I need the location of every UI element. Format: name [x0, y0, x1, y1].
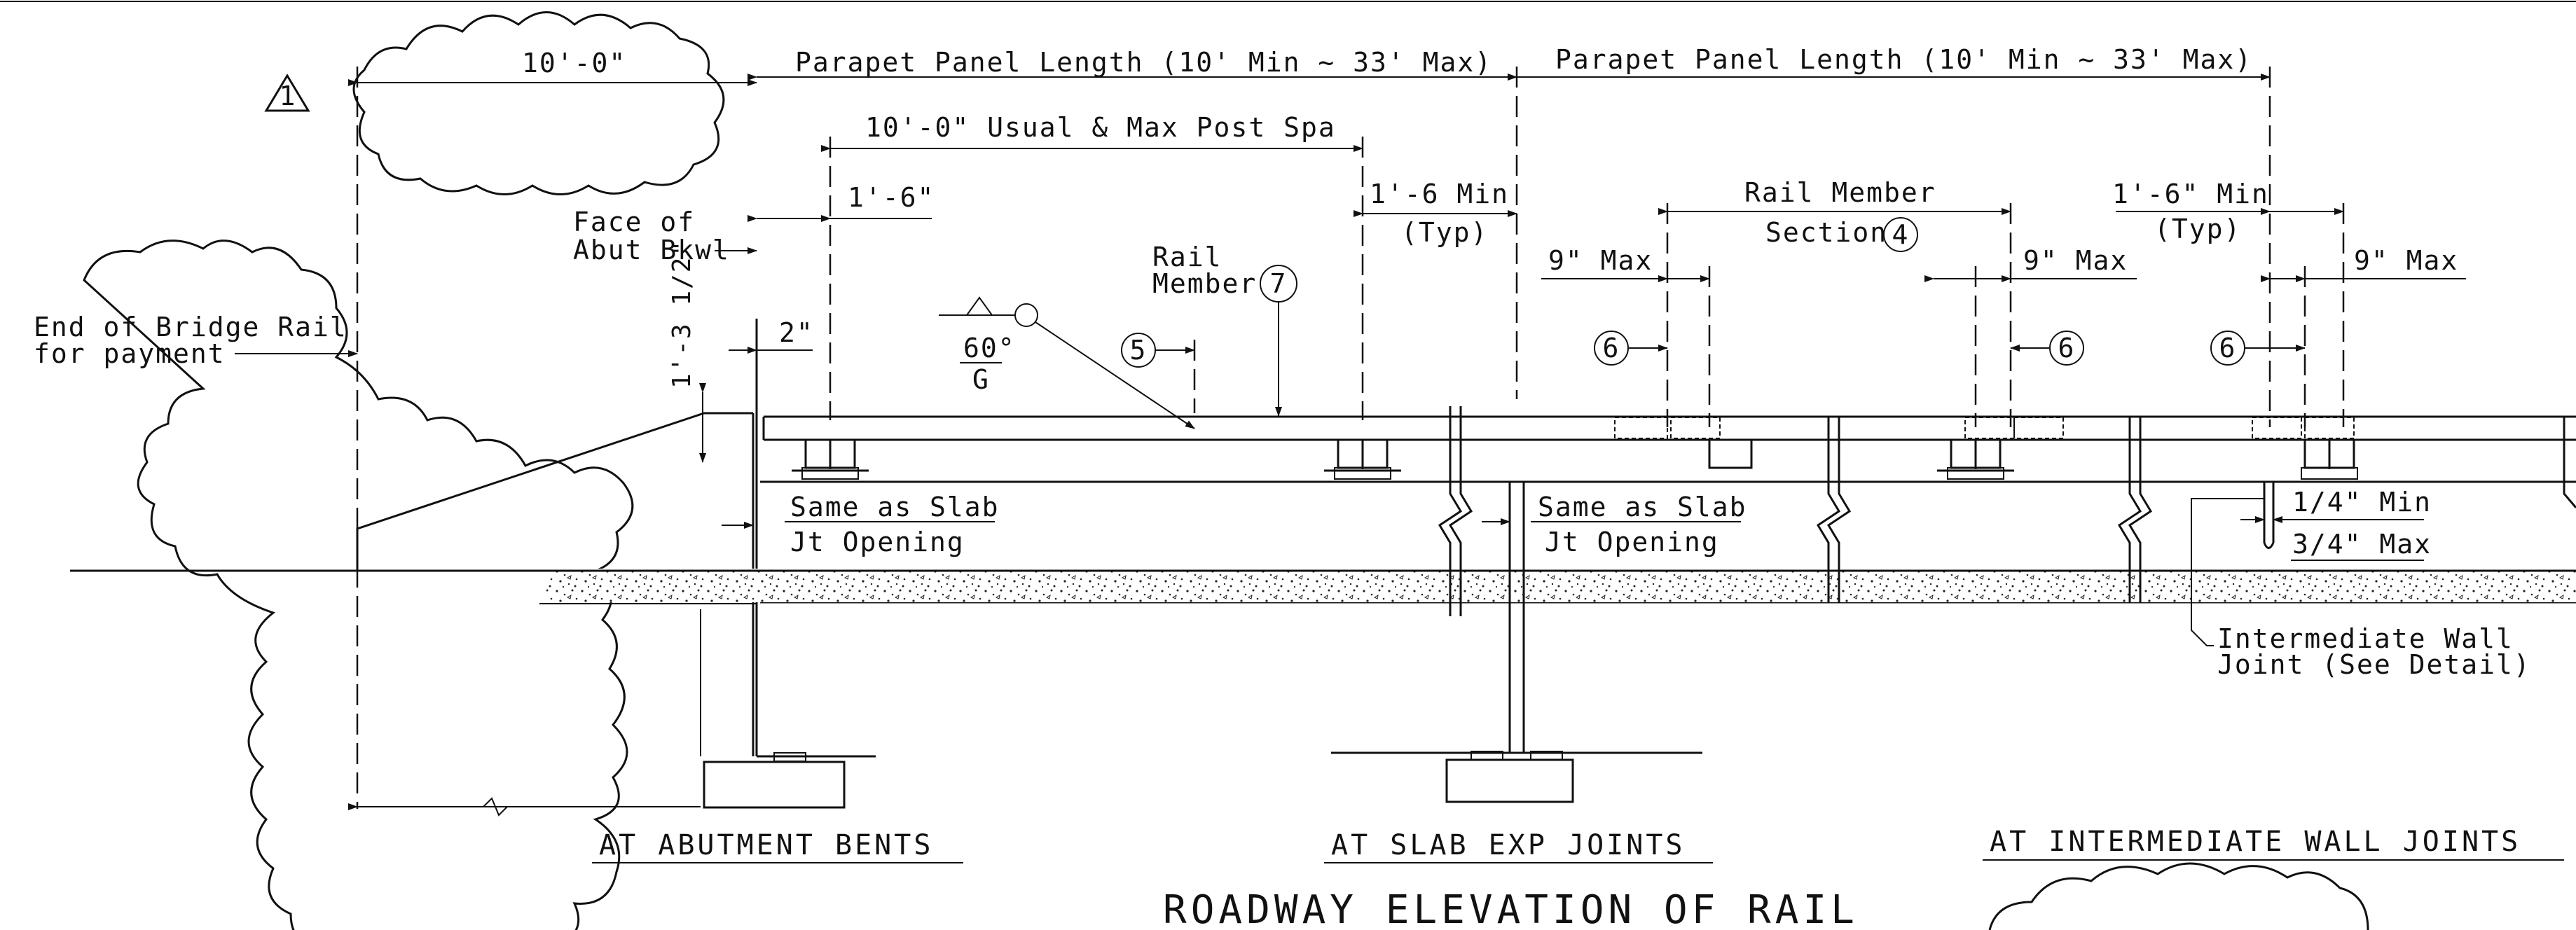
svg-text:Face of: Face of [573, 207, 695, 237]
svg-text:1'-6": 1'-6" [848, 182, 935, 213]
svg-text:Joint (See Detail): Joint (See Detail) [2217, 649, 2531, 680]
svg-text:3/4" Max: 3/4" Max [2292, 529, 2432, 560]
svg-text:Parapet Panel Length (10' Min: Parapet Panel Length (10' Min ~ 33' Max) [795, 47, 1492, 78]
intermediate-wall-joint: 1/4" Min 3/4" Max Intermediate Wall Join… [2191, 482, 2531, 680]
post-2 [1324, 438, 1401, 480]
dimension-nine-max-left: 9" Max [1541, 245, 1710, 282]
post-3 [1937, 438, 2014, 480]
dimension-two-inch: 2" [729, 317, 814, 354]
dimension-one-six-mid: 1'-6 Min (Typ) [1354, 179, 1517, 248]
svg-text:(Typ): (Typ) [1401, 217, 1488, 248]
svg-text:AT ABUTMENT BENTS: AT ABUTMENT BENTS [599, 829, 933, 861]
svg-text:Member: Member [1152, 268, 1257, 299]
svg-text:Rail Member: Rail Member [1744, 177, 1936, 208]
svg-text:1'-6" Min: 1'-6" Min [2112, 179, 2269, 209]
dimension-one-six-left: 1'-6" [748, 182, 935, 222]
svg-text:9" Max: 9" Max [2023, 245, 2128, 276]
svg-text:End of Bridge Rail: End of Bridge Rail [34, 312, 347, 342]
revision-cloud-bottom [1988, 862, 2369, 930]
extension-lines [356, 67, 2345, 809]
svg-text:4: 4 [1892, 219, 1910, 250]
weld-symbol: 60° G [939, 296, 1195, 429]
callout-six-a: 6 [1594, 331, 1668, 366]
break-symbols [1438, 406, 2576, 616]
label-jt-opening-slab: Same as Slab Jt Opening [1531, 492, 1747, 557]
svg-text:9" Max: 9" Max [1548, 245, 1653, 276]
svg-text:Parapet Panel Length (10' Min: Parapet Panel Length (10' Min ~ 33' Max) [1555, 44, 2252, 75]
rail-posts [792, 438, 2358, 480]
dimension-height: 1'-3 1/2" [668, 240, 706, 463]
dimension-parapet-right: Parapet Panel Length (10' Min ~ 33' Max) [1508, 44, 2271, 81]
dimension-one-six-right: 1'-6" Min (Typ) [2112, 179, 2344, 244]
svg-text:Jt Opening: Jt Opening [790, 527, 965, 557]
dimension-parapet-left: Parapet Panel Length (10' Min ~ 33' Max) [748, 47, 1517, 81]
svg-text:6: 6 [2058, 333, 2076, 363]
svg-text:Section: Section [1765, 217, 1887, 248]
svg-text:1'-6 Min: 1'-6 Min [1370, 179, 1509, 209]
revision-cloud-left [83, 240, 634, 930]
callout-five: 5 [1121, 333, 1196, 413]
dimension-ten-foot: 10'-0" [348, 48, 757, 86]
svg-text:9" Max: 9" Max [2354, 245, 2458, 276]
svg-text:1: 1 [280, 81, 297, 111]
svg-text:Jt Opening: Jt Opening [1545, 527, 1719, 557]
svg-text:for payment: for payment [34, 338, 226, 369]
abutment-backwall [356, 319, 876, 809]
svg-text:ROADWAY ELEVATION OF RAIL: ROADWAY ELEVATION OF RAIL [1163, 887, 1859, 930]
label-face-of-abutment: Face of Abut Bkwl [573, 207, 757, 265]
revision-triangle: 1 [264, 74, 310, 112]
dimension-post-spacing: 10'-0" Usual & Max Post Spa [821, 112, 1363, 152]
svg-text:7: 7 [1270, 268, 1288, 299]
label-end-of-rail: End of Bridge Rail for payment [34, 312, 358, 369]
post-4 [1708, 438, 2358, 480]
svg-text:60°: 60° [963, 333, 1016, 363]
svg-text:1'-3 1/2": 1'-3 1/2" [668, 240, 696, 389]
dimension-rail-section: Rail Member Section 4 [1658, 177, 2011, 252]
callout-rail-member: Rail Member 7 [1152, 242, 1297, 417]
callout-six-c: 6 [2210, 331, 2306, 366]
svg-text:5: 5 [1130, 335, 1148, 366]
svg-text:1/4" Min: 1/4" Min [2292, 487, 2432, 518]
concrete-slab [546, 569, 2576, 602]
slab-exp-joint-pier [1331, 482, 1702, 803]
title-roadway-elevation: ROADWAY ELEVATION OF RAIL [1163, 887, 1859, 930]
svg-text:G: G [972, 364, 990, 395]
revision-cloud-top [352, 11, 725, 195]
title-abutment-bents: AT ABUTMENT BENTS [592, 829, 963, 863]
title-slab-exp-joints: AT SLAB EXP JOINTS [1324, 829, 1713, 863]
title-intermediate-wall-joints: AT INTERMEDIATE WALL JOINTS [1983, 826, 2564, 861]
dimension-nine-max-right: 9" Max [2261, 245, 2466, 282]
svg-text:AT INTERMEDIATE WALL JOINTS: AT INTERMEDIATE WALL JOINTS [1990, 826, 2521, 858]
callout-six-b: 6 [2010, 331, 2084, 366]
svg-text:(Typ): (Typ) [2154, 214, 2241, 244]
svg-text:6: 6 [2219, 333, 2237, 363]
dimension-nine-max-mid: 9" Max [1924, 245, 2137, 282]
svg-text:10'-0": 10'-0" [522, 48, 626, 78]
post-1 [792, 438, 869, 480]
svg-text:10'-0" Usual & Max Post Spa: 10'-0" Usual & Max Post Spa [865, 112, 1336, 143]
svg-text:6: 6 [1603, 333, 1620, 363]
rail-sleeves [1614, 417, 2355, 439]
svg-text:Abut Bkwl: Abut Bkwl [573, 235, 730, 265]
dimension-bottom-abutment [348, 797, 701, 817]
svg-text:Same as Slab: Same as Slab [1538, 492, 1747, 522]
svg-text:Rail: Rail [1152, 242, 1222, 272]
svg-text:Same as Slab: Same as Slab [790, 492, 1000, 522]
svg-text:2": 2" [779, 317, 814, 348]
label-jt-opening-abutment: Same as Slab Jt Opening [722, 492, 1000, 557]
svg-text:Intermediate Wall: Intermediate Wall [2217, 623, 2514, 654]
svg-text:AT SLAB EXP JOINTS: AT SLAB EXP JOINTS [1331, 829, 1685, 861]
